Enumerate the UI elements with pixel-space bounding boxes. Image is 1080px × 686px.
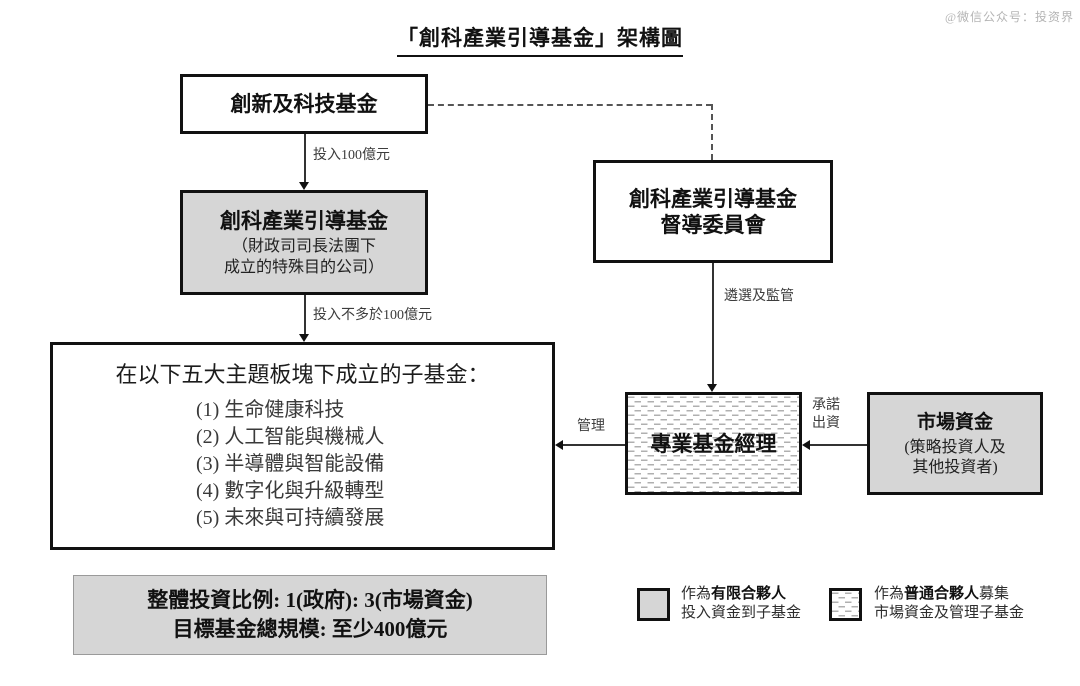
arrowhead-spv-to-subfunds [299, 334, 309, 342]
diagram-title: 「創科產業引導基金」架構圖 [0, 22, 1080, 57]
edge-label-select-supervise: 遴選及監管 [724, 289, 794, 304]
subfund-item-2: (2) 人工智能與機械人 [196, 426, 385, 448]
node-innovation-tech-fund-label: 創新及科技基金 [230, 92, 378, 116]
legend-lp-line2: 投入資金到子基金 [681, 605, 802, 621]
node-fund-manager-label: 專業基金經理 [650, 431, 777, 456]
arrowhead-manager-to-subfunds [555, 440, 563, 450]
node-steering-committee-line1: 創科產業引導基金 [629, 186, 797, 211]
arrowhead-market-to-manager [802, 440, 810, 450]
legend-gp-prefix: 作為 [874, 586, 905, 602]
dashed-connector-vertical [711, 104, 713, 160]
node-steering-committee-line2: 督導委員會 [660, 212, 766, 237]
summary-line2: 目標基金總規模: 至少400億元 [172, 617, 448, 641]
connector-market-to-manager [810, 444, 867, 446]
node-guidance-fund-spv-label: 創科產業引導基金 [220, 208, 388, 233]
node-market-capital: 市場資金 (策略投資人及 其他投資者) [867, 392, 1043, 495]
edge-label-manage: 管理 [577, 419, 605, 434]
subfunds-header: 在以下五大主題板塊下成立的子基金： [115, 362, 490, 387]
dash-pattern-fill [628, 395, 799, 492]
edge-label-inject-max100: 投入不多於100億元 [313, 308, 432, 323]
connector-steering-to-manager [712, 263, 714, 384]
node-market-capital-sub1: (策略投資人及 [904, 438, 1006, 456]
legend-lp-line1: 作為有限合夥人 [681, 585, 801, 604]
connector-spv-to-subfunds [304, 295, 306, 335]
subfunds-list: (1) 生命健康科技 (2) 人工智能與機械人 (3) 半導體與智能設備 (4)… [196, 397, 552, 532]
node-guidance-fund-spv-sub1: （財政司司長法團下 [231, 237, 376, 255]
legend-lp-bold: 有限合夥人 [711, 586, 787, 602]
arrowhead-steering-to-manager [707, 384, 717, 392]
summary-box: 整體投資比例: 1(政府): 3(市場資金) 目標基金總規模: 至少400億元 [73, 575, 547, 655]
legend-gp-suffix: 募集 [979, 586, 1010, 602]
subfund-item-5: (5) 未來與可持續發展 [196, 507, 385, 529]
dash-pattern-fill-small [832, 591, 859, 618]
node-guidance-fund-spv-sub2: 成立的特殊目的公司） [223, 258, 384, 276]
legend-swatch-gray [637, 588, 670, 621]
node-guidance-fund-spv: 創科產業引導基金 （財政司司長法團下 成立的特殊目的公司） [180, 190, 428, 295]
node-fund-manager: 專業基金經理 [625, 392, 802, 495]
arrowhead-itf-to-spv [299, 182, 309, 190]
legend-lp-prefix: 作為 [681, 586, 712, 602]
legend-text-gp: 作為普通合夥人募集 市場資金及管理子基金 [874, 585, 1024, 623]
edge-label-commit-line2: 出資 [812, 416, 840, 431]
node-steering-committee: 創科產業引導基金 督導委員會 [593, 160, 833, 263]
dashed-connector-horizontal [428, 104, 712, 106]
summary-line1: 整體投資比例: 1(政府): 3(市場資金) [147, 588, 473, 612]
legend-gp-bold: 普通合夥人 [904, 586, 980, 602]
legend-gp-line2: 市場資金及管理子基金 [874, 605, 1025, 621]
node-subfunds: 在以下五大主題板塊下成立的子基金： (1) 生命健康科技 (2) 人工智能與機械… [50, 342, 555, 550]
edge-label-commit-line1: 承諾 [812, 398, 840, 413]
subfund-item-3: (3) 半導體與智能設備 [196, 453, 385, 475]
connector-manager-to-subfunds [563, 444, 625, 446]
subfund-item-4: (4) 數字化與升級轉型 [196, 480, 385, 502]
subfund-item-1: (1) 生命健康科技 [196, 399, 345, 421]
diagram-title-text: 「創科產業引導基金」架構圖 [397, 22, 683, 57]
edge-label-commit: 承諾 出資 [812, 397, 840, 433]
node-innovation-tech-fund: 創新及科技基金 [180, 74, 428, 134]
node-market-capital-sub2: 其他投資者) [912, 458, 998, 476]
legend-gp-line1: 作為普通合夥人募集 [874, 585, 1024, 604]
legend-text-lp: 作為有限合夥人 投入資金到子基金 [681, 585, 801, 623]
watermark-text: @微信公众号：投资界 [944, 10, 1074, 24]
legend-swatch-pattern [829, 588, 862, 621]
node-market-capital-label: 市場資金 [916, 411, 993, 433]
connector-itf-to-spv [304, 134, 306, 183]
edge-label-inject100: 投入100億元 [313, 148, 390, 163]
